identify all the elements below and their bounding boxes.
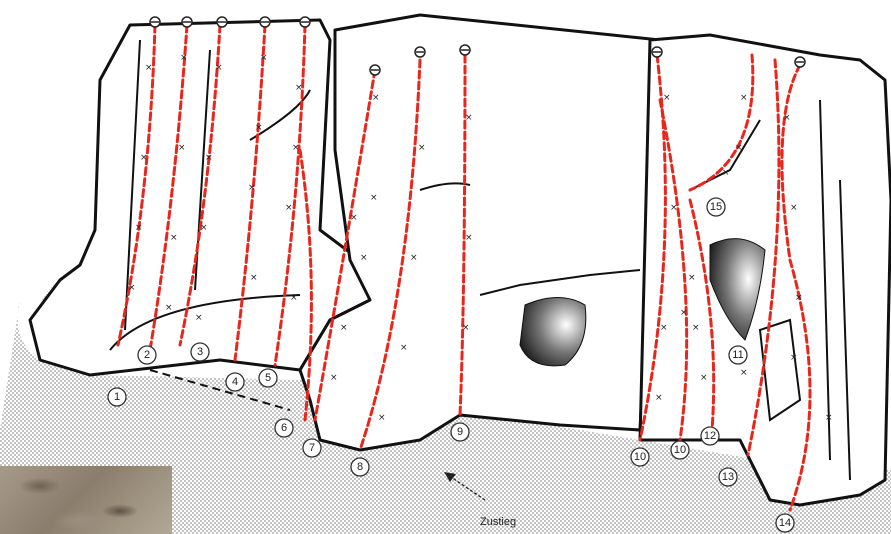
bolt-mark: × bbox=[663, 93, 671, 103]
bolt-mark: × bbox=[465, 233, 473, 243]
svg-text:11: 11 bbox=[732, 349, 743, 361]
svg-text:1: 1 bbox=[114, 391, 120, 403]
bolt-mark: × bbox=[462, 323, 470, 333]
bolt-mark: × bbox=[205, 153, 213, 163]
bolt-mark: × bbox=[700, 373, 708, 383]
bolt-mark: × bbox=[795, 293, 803, 303]
bolt-mark: × bbox=[372, 93, 380, 103]
bolt-mark: × bbox=[140, 153, 148, 163]
bolt-mark: × bbox=[350, 213, 358, 223]
route-number-5: 5 bbox=[259, 369, 277, 387]
route-number-1: 1 bbox=[108, 388, 126, 406]
right-block bbox=[640, 35, 891, 505]
bolt-mark: × bbox=[660, 323, 668, 333]
route-number-3: 3 bbox=[191, 343, 209, 361]
bolt-mark: × bbox=[295, 83, 303, 93]
bolt-mark: × bbox=[330, 373, 338, 383]
svg-text:10: 10 bbox=[634, 451, 646, 463]
bolt-mark: × bbox=[465, 113, 473, 123]
route-number-11: 10 bbox=[671, 441, 689, 459]
rock-photo-thumbnail[interactable] bbox=[0, 466, 172, 534]
bolt-mark: × bbox=[655, 393, 663, 403]
route-number-9: 9 bbox=[451, 423, 469, 441]
bolt-mark: × bbox=[722, 168, 730, 178]
bolt-mark: × bbox=[250, 273, 258, 283]
bolt-mark: × bbox=[215, 63, 223, 73]
svg-text:15: 15 bbox=[710, 201, 722, 213]
bolt-mark: × bbox=[783, 113, 791, 123]
bolt-mark: × bbox=[200, 223, 208, 233]
approach-label: Zustieg bbox=[480, 516, 516, 528]
route-number-4: 4 bbox=[226, 373, 244, 391]
bolt-mark: × bbox=[135, 223, 143, 233]
route-number-16: 15 bbox=[707, 198, 725, 216]
bolt-mark: × bbox=[178, 143, 186, 153]
bolt-mark: × bbox=[260, 53, 268, 63]
bolt-mark: × bbox=[285, 203, 293, 213]
svg-text:3: 3 bbox=[197, 346, 203, 358]
bolt-mark: × bbox=[400, 343, 408, 353]
svg-text:7: 7 bbox=[309, 442, 315, 454]
route-number-13: 13 bbox=[719, 468, 737, 486]
bolt-mark: × bbox=[248, 183, 256, 193]
route-number-8: 8 bbox=[351, 458, 369, 476]
middle-block bbox=[300, 15, 660, 450]
bolt-mark: × bbox=[290, 293, 298, 303]
bolt-mark: × bbox=[255, 123, 263, 133]
bolt-mark: × bbox=[195, 313, 203, 323]
svg-text:10: 10 bbox=[674, 444, 686, 456]
bolt-mark: × bbox=[790, 203, 798, 213]
svg-text:12: 12 bbox=[704, 430, 716, 442]
svg-text:14: 14 bbox=[779, 517, 791, 529]
bolt-mark: × bbox=[145, 63, 153, 73]
bolt-mark: × bbox=[378, 413, 386, 423]
bolt-mark: × bbox=[410, 253, 418, 263]
bolt-mark: × bbox=[740, 93, 748, 103]
bolt-mark: × bbox=[825, 413, 833, 423]
bolt-mark: × bbox=[740, 368, 748, 378]
route-number-14: 14 bbox=[776, 514, 794, 532]
svg-text:9: 9 bbox=[457, 426, 463, 438]
bolt-mark: × bbox=[128, 283, 136, 293]
svg-text:2: 2 bbox=[144, 349, 150, 361]
route-number-2: 2 bbox=[138, 346, 156, 364]
bolt-mark: × bbox=[165, 303, 173, 313]
bolt-mark: × bbox=[360, 253, 368, 263]
bolt-mark: × bbox=[680, 308, 688, 318]
route-number-7: 7 bbox=[303, 439, 321, 457]
svg-text:6: 6 bbox=[281, 422, 287, 434]
bolt-mark: × bbox=[735, 143, 743, 153]
bolt-mark: × bbox=[370, 193, 378, 203]
route-number-6: 6 bbox=[275, 419, 293, 437]
bolt-mark: × bbox=[418, 143, 426, 153]
bolt-mark: × bbox=[340, 323, 348, 333]
bolt-mark: × bbox=[692, 323, 700, 333]
svg-text:4: 4 bbox=[232, 376, 238, 388]
bolt-mark: × bbox=[292, 143, 300, 153]
bolt-mark: × bbox=[170, 233, 178, 243]
bolt-mark: × bbox=[670, 203, 678, 213]
svg-text:5: 5 bbox=[265, 372, 271, 384]
route-number-12: 12 bbox=[701, 427, 719, 445]
svg-text:8: 8 bbox=[357, 461, 363, 473]
route-number-10: 10 bbox=[631, 448, 649, 466]
svg-text:13: 13 bbox=[722, 471, 734, 483]
route-number-15: 11 bbox=[729, 346, 747, 364]
bolt-mark: × bbox=[688, 273, 696, 283]
bolt-mark: × bbox=[180, 53, 188, 63]
bolt-mark: × bbox=[790, 353, 798, 363]
